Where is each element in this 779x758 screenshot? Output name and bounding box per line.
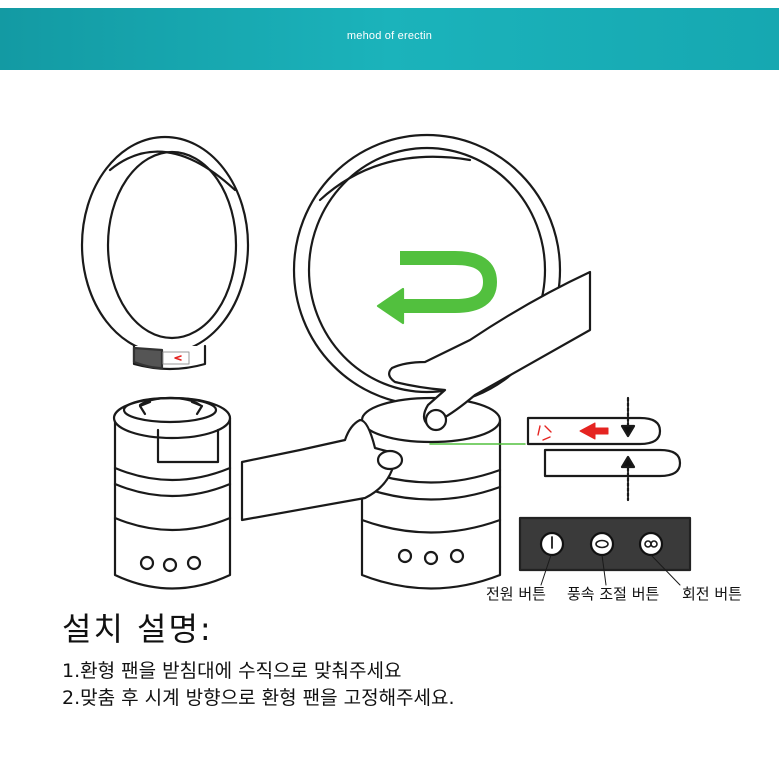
rotate-arrow-icon [376, 251, 497, 325]
header-title: mehod of erectin [346, 30, 433, 42]
control-panel [518, 516, 692, 586]
installation-illustration [80, 133, 692, 590]
lock-detail [526, 396, 682, 502]
instructions-title: 설치 설명: [62, 610, 213, 648]
speed-button-label: 풍속 조절 버튼 [567, 585, 660, 603]
instruction-step-1: 1.환형 팬을 받침대에 수직으로 맞춰주세요 [62, 660, 402, 682]
rotation-icon [638, 531, 664, 557]
instruction-step-2: 2.맞춤 후 시계 방향으로 환형 팬을 고정해주세요. [62, 687, 455, 709]
power-button-label: 전원 버튼 [486, 585, 546, 603]
left-ring-fan [80, 135, 250, 371]
power-icon [539, 531, 565, 557]
up-arrow-icon [620, 455, 636, 502]
down-arrow-icon [620, 396, 636, 438]
header-banner: mehod of erectin [0, 8, 779, 70]
left-base-pedestal [112, 396, 232, 590]
rotate-button-label: 회전 버튼 [682, 585, 742, 603]
lower-hand [240, 418, 404, 522]
upper-hand [388, 270, 592, 432]
fan-speed-icon [589, 531, 615, 557]
